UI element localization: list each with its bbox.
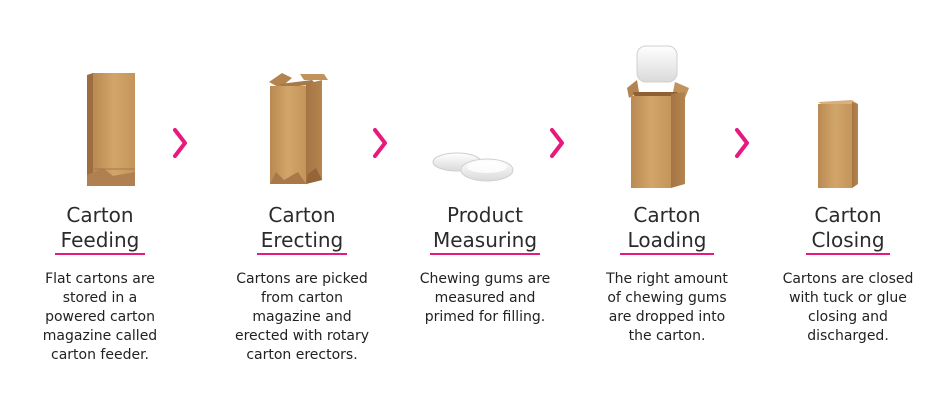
description-line: erected with rotary (212, 327, 392, 346)
description-line: of chewing gums (577, 289, 757, 308)
description-line: Flat cartons are (10, 270, 190, 289)
title-underline (430, 253, 540, 255)
title-underline (55, 253, 145, 255)
description-line: powered carton (10, 308, 190, 327)
step-carton-closing: Carton Closing Cartons are closed with t… (758, 0, 938, 411)
title-line: Loading (577, 228, 757, 253)
description-line: carton feeder. (10, 346, 190, 365)
description-line: The right amount (577, 270, 757, 289)
title-underline (620, 253, 714, 255)
description-line: the carton. (577, 327, 757, 346)
description-line: closing and (758, 308, 938, 327)
description-line: stored in a (10, 289, 190, 308)
description-line: with tuck or glue (758, 289, 938, 308)
description-line: from carton (212, 289, 392, 308)
step-description: The right amount of chewing gums are dro… (577, 270, 757, 346)
step-product-measuring: Product Measuring Chewing gums are measu… (395, 0, 575, 411)
step-title: Product Measuring (395, 203, 575, 253)
chevron-right-icon (734, 126, 750, 160)
step-title: Carton Closing (758, 203, 938, 253)
title-underline (806, 253, 890, 255)
step-carton-erecting: Carton Erecting Cartons are picked from … (212, 0, 392, 411)
erected-carton-icon (212, 40, 392, 200)
description-line: magazine and (212, 308, 392, 327)
title-line: Carton (577, 203, 757, 228)
step-description: Flat cartons are stored in a powered car… (10, 270, 190, 365)
step-title: Carton Feeding (10, 203, 190, 253)
chewing-gum-icon (395, 40, 575, 200)
description-line: primed for filling. (395, 308, 575, 327)
chevron-right-icon (549, 126, 565, 160)
description-line: carton erectors. (212, 346, 392, 365)
title-line: Carton (758, 203, 938, 228)
description-line: Chewing gums are (395, 270, 575, 289)
title-underline (257, 253, 347, 255)
loading-carton-icon (577, 40, 757, 200)
step-description: Cartons are picked from carton magazine … (212, 270, 392, 365)
description-line: Cartons are closed (758, 270, 938, 289)
description-line: are dropped into (577, 308, 757, 327)
title-line: Carton (10, 203, 190, 228)
description-line: measured and (395, 289, 575, 308)
step-title: Carton Loading (577, 203, 757, 253)
description-line: magazine called (10, 327, 190, 346)
step-description: Cartons are closed with tuck or glue clo… (758, 270, 938, 346)
title-line: Measuring (395, 228, 575, 253)
description-line: discharged. (758, 327, 938, 346)
title-line: Carton (212, 203, 392, 228)
title-line: Erecting (212, 228, 392, 253)
closed-carton-icon (758, 40, 938, 200)
chevron-right-icon (372, 126, 388, 160)
step-description: Chewing gums are measured and primed for… (395, 270, 575, 327)
description-line: Cartons are picked (212, 270, 392, 289)
title-line: Feeding (10, 228, 190, 253)
step-carton-loading: Carton Loading The right amount of chewi… (577, 0, 757, 411)
flat-carton-icon (10, 40, 190, 200)
step-title: Carton Erecting (212, 203, 392, 253)
step-carton-feeding: Carton Feeding Flat cartons are stored i… (10, 0, 190, 411)
title-line: Product (395, 203, 575, 228)
chevron-right-icon (172, 126, 188, 160)
title-line: Closing (758, 228, 938, 253)
